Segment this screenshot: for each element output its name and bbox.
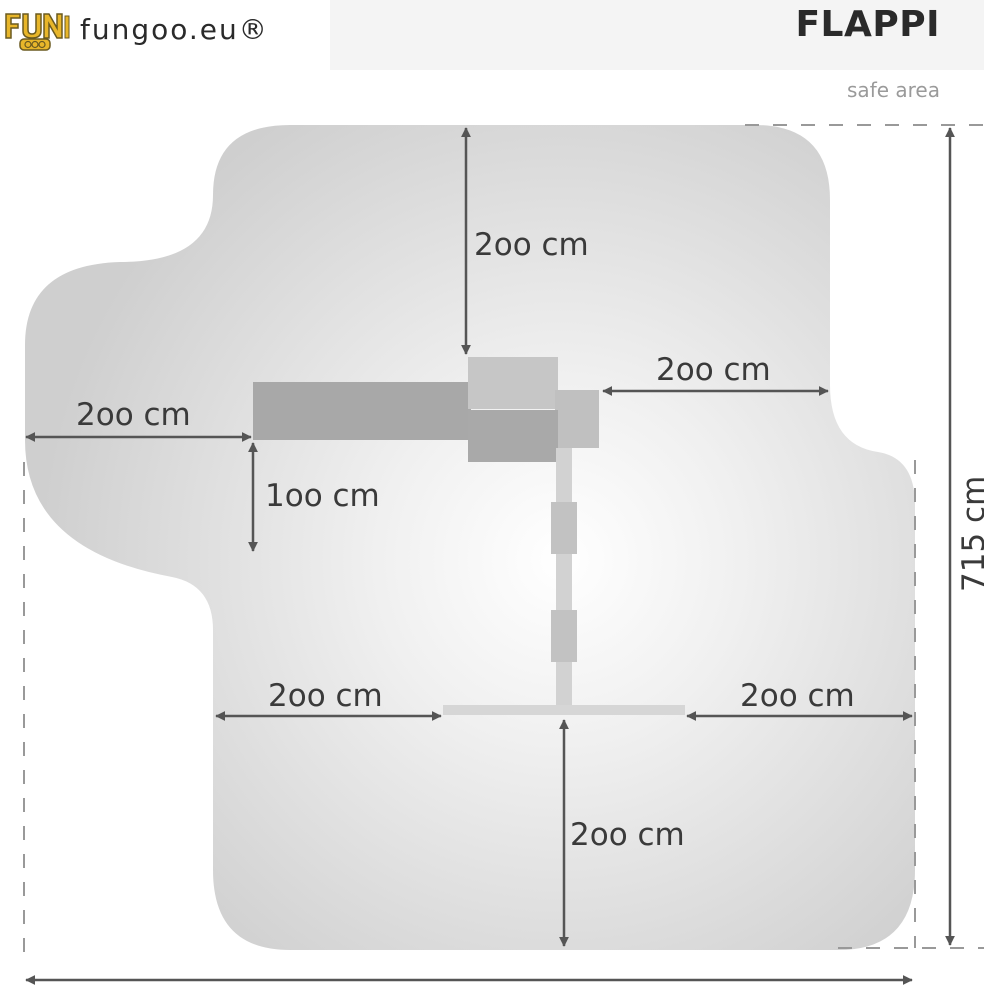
play-equipment	[253, 357, 685, 715]
brand-name: fungoo.eu®	[80, 12, 269, 46]
dashed-boundary	[23, 124, 984, 960]
label-right-clearance-upper: 2oo cm	[656, 352, 771, 388]
slide-icon	[253, 382, 471, 440]
swing-seat-1	[551, 502, 577, 554]
swing-beam	[556, 448, 572, 710]
fungoo-logo-icon	[5, 13, 70, 51]
product-title: FLAPPI	[795, 4, 940, 45]
swing-frame-foot	[443, 705, 685, 715]
safe-area-label: safe area	[847, 78, 940, 102]
label-slide-offset: 1oo cm	[265, 478, 380, 514]
brand-logo[interactable]: fungoo.eu®	[2, 4, 302, 54]
label-left-clearance: 2oo cm	[76, 397, 191, 433]
label-bottom-left-clearance: 2oo cm	[268, 678, 383, 714]
swing-seat-2	[551, 610, 577, 662]
label-top-clearance: 2oo cm	[474, 227, 589, 263]
dimension-arrows	[25, 127, 955, 985]
tower-lower-platform	[468, 410, 558, 462]
label-bottom-right-clearance: 2oo cm	[740, 678, 855, 714]
label-total-depth: 715 cm	[956, 476, 984, 592]
tower-upper-platform	[468, 357, 558, 409]
tower-side-block	[555, 390, 599, 448]
header-band	[330, 0, 984, 70]
safe-area-zone	[25, 125, 915, 950]
label-bottom-clearance: 2oo cm	[570, 817, 685, 853]
